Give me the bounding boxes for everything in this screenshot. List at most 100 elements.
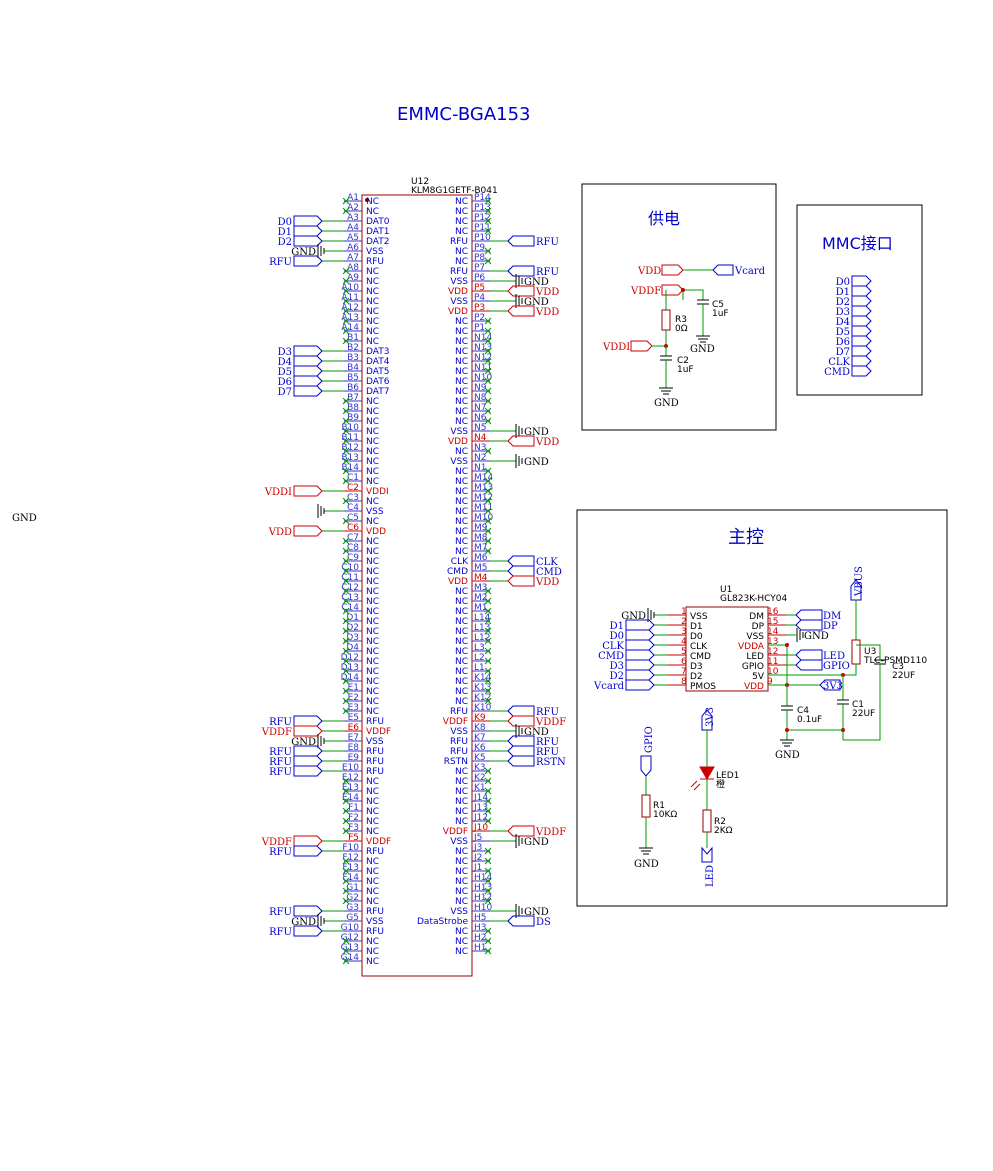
nc-cross bbox=[342, 607, 350, 615]
nc-cross bbox=[484, 787, 492, 795]
pin-number: C7 bbox=[347, 533, 359, 543]
pin-number: A8 bbox=[347, 263, 359, 273]
mmc-pin-flag bbox=[851, 335, 872, 347]
pin-number: H5 bbox=[474, 913, 487, 923]
pin-name: NC bbox=[455, 857, 468, 867]
pin-name: NC bbox=[455, 497, 468, 507]
led1-symbol bbox=[699, 766, 715, 780]
pin-name: RFU bbox=[450, 737, 468, 747]
nc-cross bbox=[484, 247, 492, 255]
pin-name: NC bbox=[366, 797, 379, 807]
pin-name: RFU bbox=[366, 767, 384, 777]
net-label: VDD bbox=[535, 577, 559, 588]
pin-number: D2 bbox=[346, 623, 359, 633]
net-label: RFU bbox=[269, 717, 292, 728]
pin-number: G1 bbox=[346, 883, 359, 893]
pin-number: 14 bbox=[767, 627, 779, 637]
nc-cross bbox=[342, 497, 350, 505]
pin-name: NC bbox=[366, 857, 379, 867]
pin-number: 16 bbox=[767, 607, 779, 617]
net-label: RSTN bbox=[536, 757, 566, 768]
nc-cross bbox=[342, 277, 350, 285]
pin-name: NC bbox=[366, 877, 379, 887]
vbus-label: VBUS bbox=[854, 566, 865, 597]
pin-name: NC bbox=[366, 337, 379, 347]
pin-number: E8 bbox=[348, 743, 360, 753]
pin-name: DM bbox=[749, 612, 764, 622]
pin-name: NC bbox=[366, 647, 379, 657]
pin-number: M14 bbox=[474, 473, 493, 483]
pin-name: NC bbox=[366, 327, 379, 337]
nc-cross bbox=[484, 657, 492, 665]
power-section: 供电 VDD Vcard VDDF C5 1uF GND R3 0Ω VDDI bbox=[581, 183, 777, 431]
pin-number: K12 bbox=[474, 693, 491, 703]
loose-gnd-label: GND bbox=[12, 513, 37, 524]
pin-name: NC bbox=[455, 347, 468, 357]
pin-number: G5 bbox=[346, 913, 359, 923]
net-label: VDDF bbox=[535, 717, 566, 728]
pin-name: NC bbox=[455, 867, 468, 877]
pin-number: G3 bbox=[346, 903, 359, 913]
pin-number: M5 bbox=[474, 563, 488, 573]
pin-name: NC bbox=[366, 317, 379, 327]
gnd-label: GND bbox=[524, 297, 549, 308]
pin-number: D12 bbox=[341, 653, 359, 663]
pin-name: NC bbox=[366, 537, 379, 547]
pin-name: NC bbox=[455, 387, 468, 397]
net-label: D1 bbox=[278, 227, 292, 238]
nc-cross bbox=[484, 377, 492, 385]
nc-cross bbox=[342, 337, 350, 345]
net-label: CMD bbox=[536, 567, 562, 578]
pin-name: DAT6 bbox=[366, 377, 390, 387]
pin-number: E13 bbox=[342, 783, 359, 793]
pin-name: NC bbox=[366, 777, 379, 787]
u1-part: GL823K-HCY04 bbox=[720, 594, 787, 604]
pin-name: NC bbox=[455, 397, 468, 407]
mmc-pin-flag bbox=[851, 355, 872, 367]
vdd-flag bbox=[661, 264, 684, 276]
pin-name: D1 bbox=[690, 622, 703, 632]
pin-name: VSS bbox=[450, 427, 468, 437]
nc-cross bbox=[342, 327, 350, 335]
controller-title: 主控 bbox=[728, 527, 764, 548]
r2-ref: R2 bbox=[714, 817, 726, 827]
pin-name: NC bbox=[455, 417, 468, 427]
mmc-pin-flag bbox=[851, 295, 872, 307]
pin-number: G10 bbox=[341, 923, 360, 933]
pin-number: A6 bbox=[347, 243, 359, 253]
pin-number: J10 bbox=[473, 823, 488, 833]
pin-number: N11 bbox=[474, 363, 492, 373]
pin-number: G13 bbox=[341, 943, 359, 953]
pin-number: K8 bbox=[474, 723, 486, 733]
nc-cross bbox=[484, 667, 492, 675]
pin-number: H12 bbox=[474, 893, 492, 903]
pin-number: M8 bbox=[474, 533, 488, 543]
pin-number: C13 bbox=[341, 593, 359, 603]
gnd-label: GND bbox=[524, 277, 549, 288]
pin-number: H1 bbox=[474, 943, 487, 953]
pin-name: NC bbox=[455, 517, 468, 527]
pin-number: 9 bbox=[767, 677, 773, 687]
pin-number: E1 bbox=[348, 683, 359, 693]
nc-cross bbox=[342, 437, 350, 445]
pin-name: NC bbox=[455, 537, 468, 547]
pin-name: NC bbox=[455, 637, 468, 647]
pin-number: K2 bbox=[474, 773, 486, 783]
gnd-label: GND bbox=[291, 737, 316, 748]
pin-name: NC bbox=[366, 807, 379, 817]
net-label: D2 bbox=[278, 237, 292, 248]
pin-number: P9 bbox=[474, 243, 485, 253]
c4-gnd-label: GND bbox=[775, 750, 800, 761]
pin-name: NC bbox=[366, 787, 379, 797]
pin-number: L12 bbox=[474, 633, 490, 643]
nc-cross bbox=[484, 777, 492, 785]
nc-cross bbox=[484, 887, 492, 895]
pin-name: D2 bbox=[690, 672, 703, 682]
net-label: VDDF bbox=[261, 727, 292, 738]
pin-name: NC bbox=[455, 877, 468, 887]
gnd-label: GND bbox=[804, 631, 829, 642]
5v-wire bbox=[768, 664, 857, 676]
pin-name: RFU bbox=[366, 717, 384, 727]
vcard-flag bbox=[712, 264, 734, 276]
